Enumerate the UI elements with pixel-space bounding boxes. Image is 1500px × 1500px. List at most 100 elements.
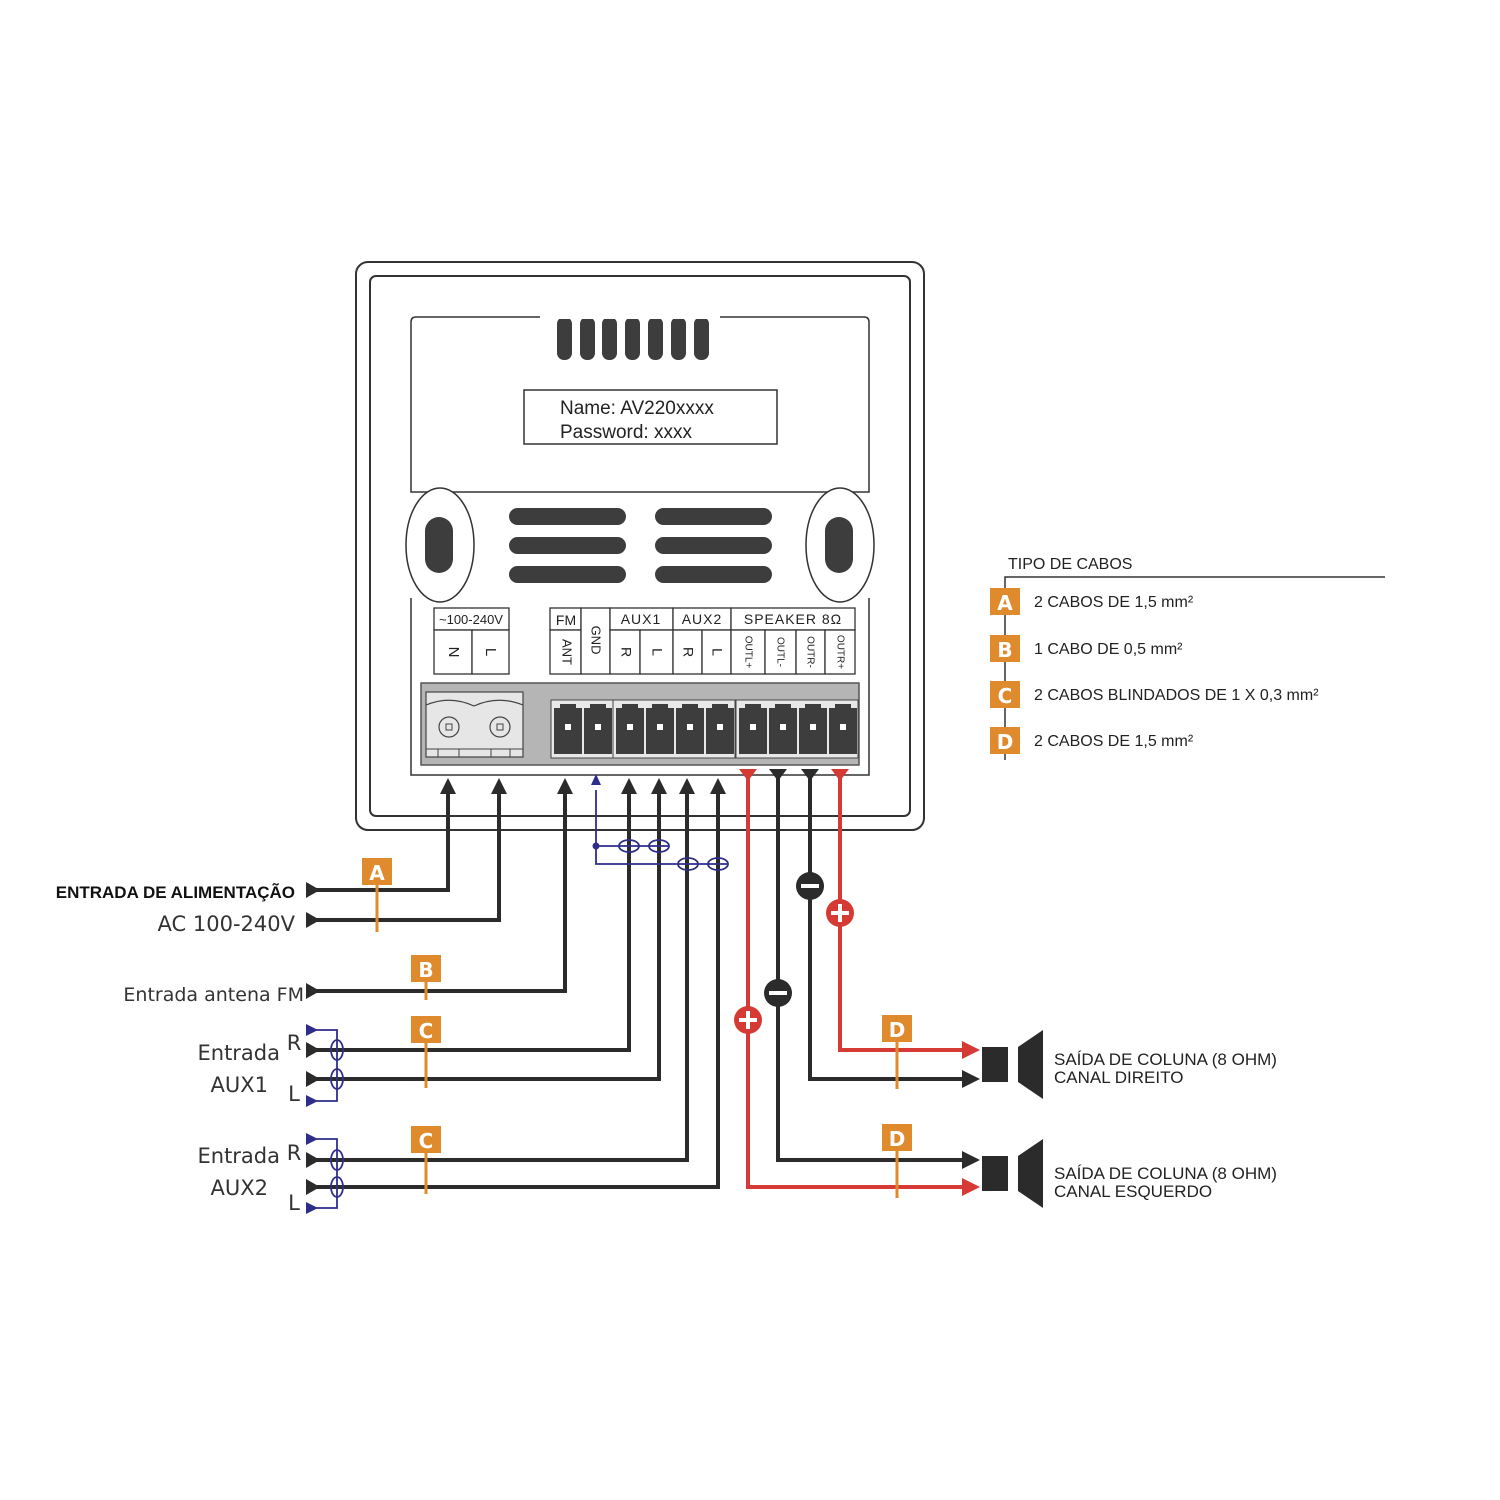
polarity-badges [734, 872, 854, 1034]
device-name-text: Name: AV220xxxx [560, 398, 714, 419]
cable-tags: A B C C D D [362, 858, 912, 1198]
aux2-l-label: L [288, 1191, 300, 1215]
mounting-hole-right [805, 487, 875, 603]
mounting-hole-left [405, 487, 475, 603]
terminal-pin-hole [565, 724, 571, 730]
legend-item: B 1 CABO DE 0,5 mm² [990, 635, 1183, 662]
legend-tag-letter: B [997, 638, 1012, 662]
wire-outl-plus [746, 778, 965, 1189]
pin-aux2-l: L [709, 648, 725, 656]
plus-badge-outl [734, 1006, 762, 1034]
cable-tag-speaker-right: D [882, 1015, 912, 1089]
legend-item: D 2 CABOS DE 1,5 mm² [990, 727, 1194, 754]
speaker-labels: SAÍDA DE COLUNA (8 OHM) CANAL DIREITO SA… [1054, 1050, 1277, 1201]
terminal-label-table [433, 607, 856, 675]
terminal-pin-hole [627, 724, 633, 730]
svg-text:C: C [419, 1019, 434, 1043]
legend-description: 2 CABOS BLINDADOS DE 1 X 0,3 mm² [1034, 687, 1319, 704]
speaker-grille [509, 508, 772, 583]
cable-tag-fm: B [411, 955, 441, 1000]
fm-input-label: Entrada antena FM [123, 984, 304, 1006]
minus-badge-outl [764, 979, 792, 1007]
cable-tag-power: A [362, 858, 392, 932]
left-speaker-label-1: SAÍDA DE COLUNA (8 OHM) [1054, 1164, 1277, 1183]
left-speaker-label-2: CANAL ESQUERDO [1054, 1182, 1212, 1201]
terminal-pin-hole [595, 724, 601, 730]
speaker-header: SPEAKER 8Ω [744, 611, 842, 627]
aux2-label-line1: Entrada [197, 1144, 280, 1168]
power-input-subtitle: AC 100-240V [158, 912, 296, 936]
device-password-text: Password: xxxx [560, 422, 692, 443]
svg-text:B: B [418, 958, 433, 982]
cable-tag-aux2: C [411, 1126, 441, 1194]
source-arrowheads [306, 882, 320, 1195]
aux2-header: AUX2 [682, 611, 723, 627]
terminal-pin-hole [780, 724, 786, 730]
pin-aux1-l: L [649, 648, 665, 656]
power-header: ~100-240V [439, 612, 503, 627]
aux1-r-label: R [287, 1031, 302, 1055]
shield-ground-wiring [306, 774, 729, 1214]
legend-tag [990, 588, 1020, 615]
legend-tag-letter: D [997, 730, 1014, 754]
pin-aux1-r: R [618, 647, 634, 657]
wires [312, 778, 965, 1189]
aux1-label-line1: Entrada [197, 1041, 280, 1065]
pin-outr-plus: OUTR+ [834, 635, 845, 669]
device-label: Name: AV220xxxx Password: xxxx [523, 389, 778, 445]
pin-power-l: L [482, 648, 499, 656]
legend-description: 2 CABOS DE 1,5 mm² [1034, 733, 1194, 750]
pin-ant: ANT [560, 639, 575, 665]
pin-outr-minus: OUTR- [804, 636, 815, 668]
connector-strip [420, 682, 860, 766]
speaker-icon-right [982, 1030, 1043, 1099]
pin-n: N [445, 647, 462, 658]
fm-header: FM [556, 612, 576, 628]
legend-description: 1 CABO DE 0,5 mm² [1034, 641, 1183, 658]
aux2-r-label: R [287, 1141, 302, 1165]
legend-tag [990, 635, 1020, 662]
pin-aux2-r: R [680, 647, 696, 657]
svg-text:A: A [369, 861, 385, 885]
top-vent [540, 315, 720, 360]
wire-aux2-r [312, 790, 689, 1162]
wire-aux2-l [312, 790, 720, 1189]
legend-tag-letter: C [998, 684, 1013, 708]
wire-outr-plus [838, 778, 965, 1052]
legend-tag [990, 727, 1020, 754]
right-speaker-label-1: SAÍDA DE COLUNA (8 OHM) [1054, 1050, 1277, 1069]
power-terminal-block [425, 691, 524, 758]
wire-power-l [312, 790, 501, 922]
terminal-pin-hole [717, 724, 723, 730]
cable-type-legend: TIPO DE CABOS A 2 CABOS DE 1,5 mm² B 1 CABO… [990, 556, 1385, 760]
svg-text:D: D [889, 1018, 906, 1042]
wire-aux1-r [312, 790, 631, 1052]
aux2-label-line2: AUX2 [211, 1176, 268, 1200]
terminal-pin-hole [687, 724, 693, 730]
speaker-arrowheads [962, 1041, 980, 1196]
power-input-title: ENTRADA DE ALIMENTAÇÃO [56, 882, 295, 902]
terminal-labels-text: ~100-240V FM AUX1 AUX2 SPEAKER 8Ω N L AN… [439, 611, 845, 669]
aux1-l-label: L [288, 1082, 300, 1106]
cable-tag-speaker-left: D [882, 1124, 912, 1198]
legend-description: 2 CABOS DE 1,5 mm² [1034, 594, 1194, 611]
legend-tag-letter: A [997, 591, 1013, 615]
speaker-icon-left [982, 1139, 1043, 1208]
wire-outl-minus [776, 778, 965, 1162]
svg-text:D: D [889, 1127, 906, 1151]
aux1-label-line2: AUX1 [211, 1073, 268, 1097]
wire-fm [312, 790, 567, 993]
output-arrows [739, 769, 849, 781]
terminal-pin-hole [840, 724, 846, 730]
input-labels: ENTRADA DE ALIMENTAÇÃO AC 100-240V Entra… [56, 882, 304, 1215]
signal-terminal-blocks [550, 699, 859, 759]
gnd-header: GND [589, 626, 604, 655]
pin-outl-plus: OUTL+ [742, 636, 753, 669]
right-speaker-label-2: CANAL DIREITO [1054, 1068, 1183, 1087]
aux1-header: AUX1 [621, 611, 662, 627]
legend-item: A 2 CABOS DE 1,5 mm² [990, 588, 1194, 615]
wire-aux1-l [312, 790, 661, 1081]
legend-title: TIPO DE CABOS [1008, 556, 1132, 573]
pin-outl-minus: OUTL- [774, 637, 785, 667]
